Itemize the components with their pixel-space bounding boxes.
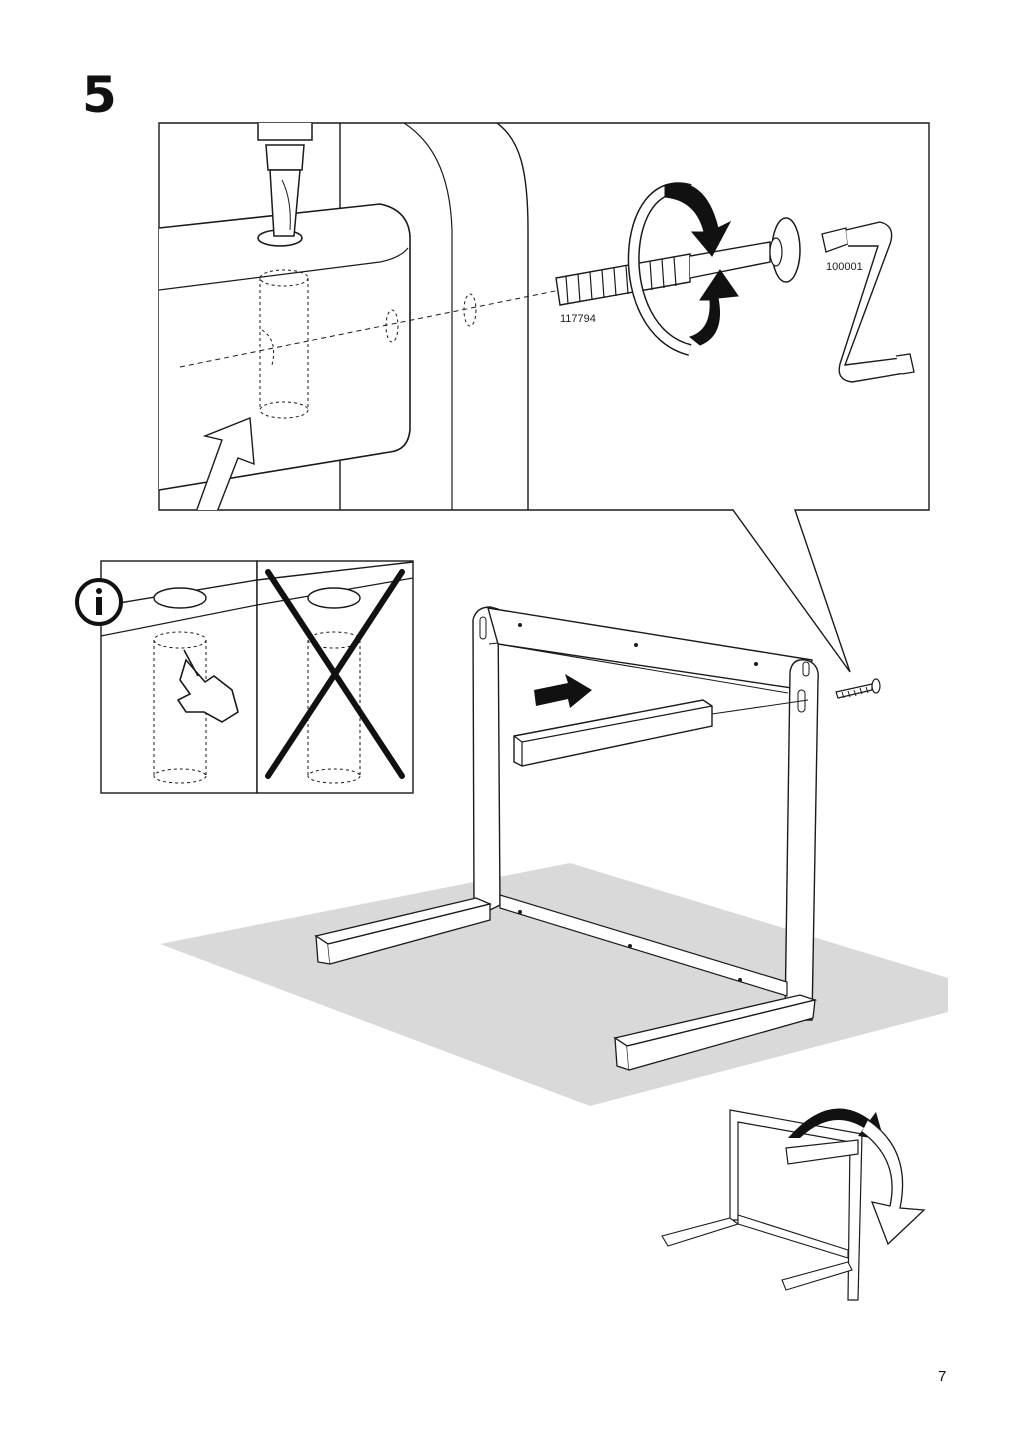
main-assembly <box>160 606 948 1106</box>
info-icon <box>75 578 123 626</box>
step-number: 5 <box>82 66 117 124</box>
curved-arrow-icon <box>788 1108 884 1140</box>
floor-mat <box>160 863 948 1106</box>
crank-tool-part: 100001 <box>821 221 915 383</box>
part-label-100001: 100001 <box>826 261 863 273</box>
flip-chair-illustration <box>661 1108 926 1301</box>
arrow-right-icon <box>534 674 592 708</box>
pointing-hand-icon <box>176 649 239 723</box>
rotate-arrow-icon <box>627 182 739 356</box>
info-panel-correct <box>100 560 258 794</box>
cam-lock-hidden <box>259 269 309 419</box>
screwdriver-icon <box>257 123 313 237</box>
cross-icon <box>265 569 405 779</box>
screw-icon <box>835 678 881 699</box>
page-number: 7 <box>938 1368 947 1385</box>
part-label-117794: 117794 <box>560 313 596 325</box>
info-panel-incorrect <box>256 560 414 794</box>
detail-callout: 117794 100001 <box>158 122 930 673</box>
